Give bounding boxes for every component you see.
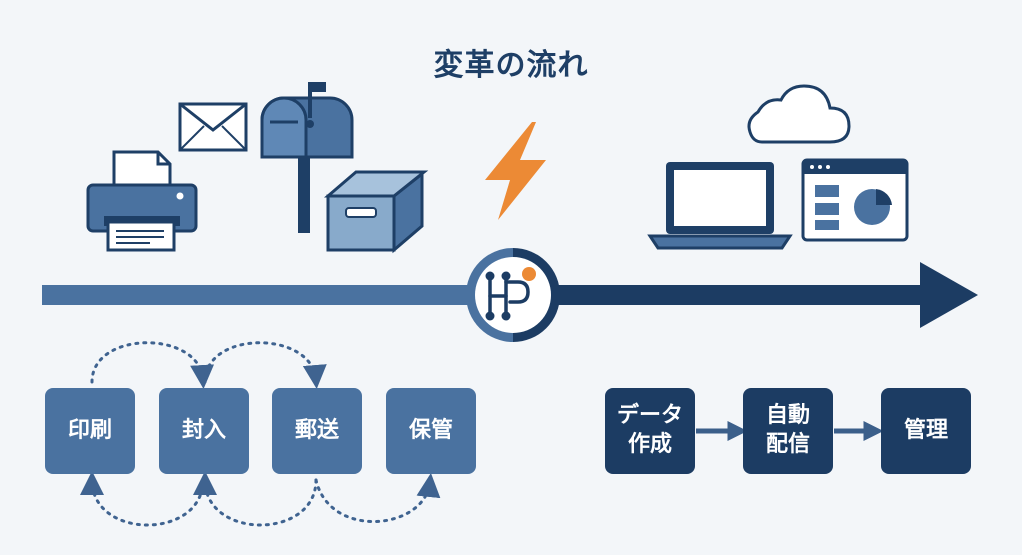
- lightning-icon: [485, 122, 546, 220]
- mailbox-icon: [260, 82, 354, 233]
- diagram-title: 変革の流れ: [433, 48, 589, 83]
- storage-box-icon: [323, 170, 429, 254]
- envelope-icon: [178, 102, 248, 152]
- timeline-after-segment: [555, 285, 925, 305]
- timeline-before-segment: [42, 285, 472, 305]
- step-auto-delivery: 自動 配信: [743, 388, 833, 474]
- step-management: 管理: [881, 388, 971, 474]
- laptop-icon: [647, 162, 793, 250]
- step-mail: 郵送: [272, 388, 362, 474]
- cloud-icon: [747, 84, 851, 144]
- step-enclose: 封入: [159, 388, 249, 474]
- printer-icon: [86, 150, 198, 252]
- cycle-arrows: [80, 341, 441, 527]
- step-store: 保管: [386, 388, 476, 474]
- dashboard-window-icon: [801, 158, 909, 242]
- step-data-creation: データ 作成: [605, 388, 695, 474]
- step-print: 印刷: [45, 388, 135, 474]
- circuit-logo-icon: [466, 248, 560, 342]
- timeline-arrowhead: [920, 262, 978, 328]
